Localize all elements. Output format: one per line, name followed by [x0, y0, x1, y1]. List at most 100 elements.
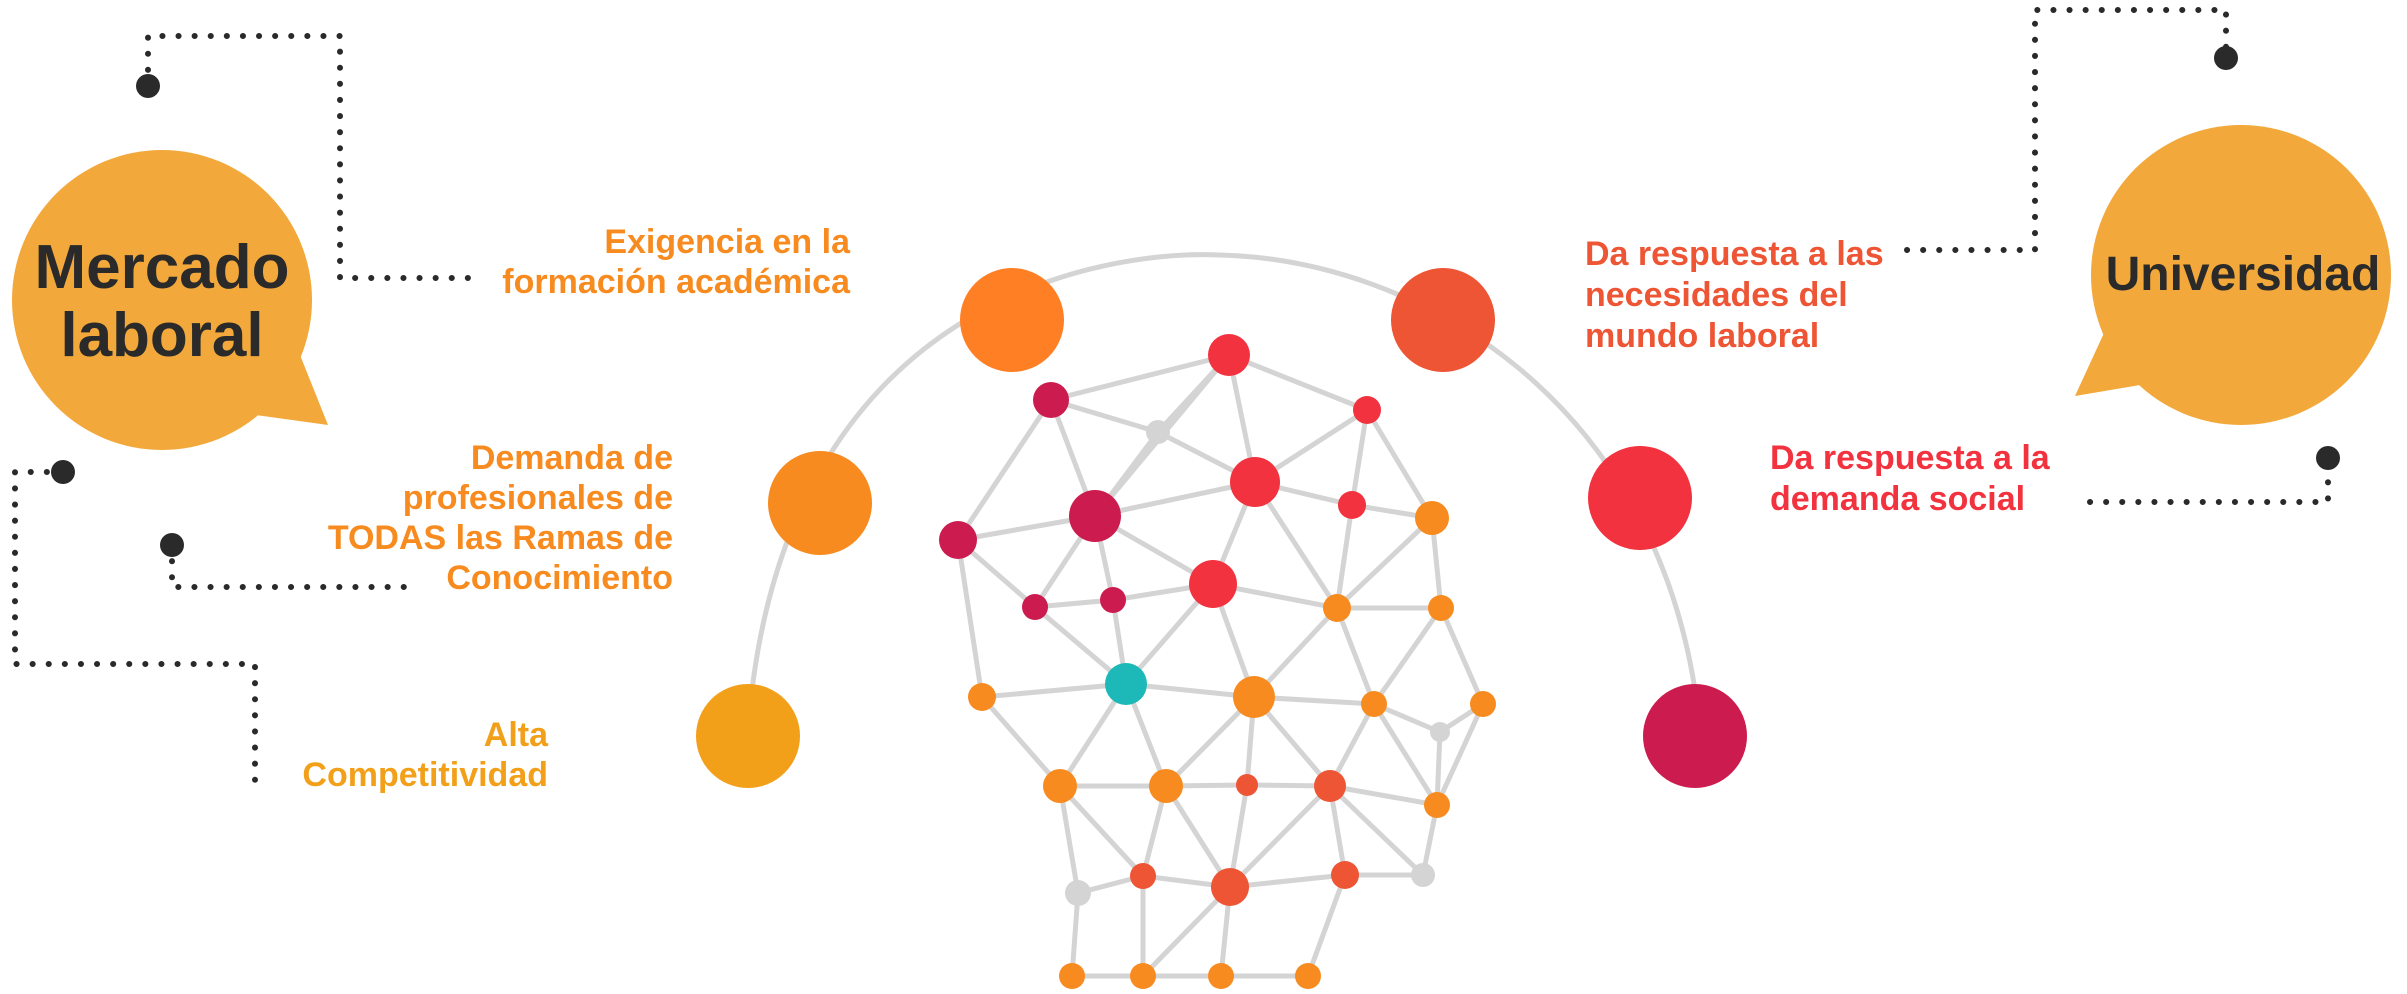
connector-end-dot [2214, 46, 2238, 70]
mercado-title-line2: laboral [60, 301, 263, 370]
network-node [1323, 594, 1351, 622]
network-edge [1227, 872, 1348, 890]
connector-end-dot [160, 533, 184, 557]
arc-node [1643, 684, 1747, 788]
network-edge [1371, 701, 1440, 808]
network-node [1233, 676, 1275, 718]
label-respuesta-social: Da respuesta a la demanda social [1770, 439, 2051, 518]
label-demanda: Demanda de profesionales de TODAS las Ra… [328, 439, 673, 597]
label-respuesta-laboral-line1: Da respuesta a las [1585, 235, 1884, 273]
network-node [1236, 774, 1258, 796]
network-node [1033, 382, 1069, 418]
network-node [1428, 595, 1454, 621]
connector-end-dot [2316, 446, 2340, 470]
universidad-bubble: Universidad [2075, 125, 2391, 425]
label-exigencia: Exigencia en la formación académica [502, 223, 851, 301]
head-network [696, 252, 1747, 989]
universidad-title: Universidad [2106, 248, 2381, 301]
dotted-connectors [12, 7, 2331, 793]
network-edge [1334, 502, 1355, 611]
network-node [1100, 587, 1126, 613]
arc-node [1588, 446, 1692, 550]
network-node [1415, 501, 1449, 535]
network-edge [1048, 352, 1232, 403]
connector-universidad-laboral [1904, 7, 2229, 253]
network-node [1043, 769, 1077, 803]
network-edge [1163, 783, 1233, 890]
arc-node [960, 268, 1064, 372]
label-respuesta-social-line1: Da respuesta a la [1770, 439, 2051, 477]
network-node [1338, 491, 1366, 519]
network-node [1361, 691, 1387, 717]
network-node [1022, 594, 1048, 620]
label-alta-line2: Competitividad [302, 756, 548, 794]
label-respuesta-laboral-line2: necesidades del [1585, 276, 1848, 314]
network-edge [955, 397, 1054, 543]
network-node [1411, 863, 1435, 887]
network-node [939, 521, 977, 559]
connector-end-dot [136, 74, 160, 98]
network-edge [1371, 605, 1444, 707]
network-node [1430, 722, 1450, 742]
network-edge [1057, 783, 1081, 896]
network-edge [1092, 479, 1258, 519]
network-node [1208, 963, 1234, 989]
network-edge [979, 681, 1129, 700]
connector-end-dots [51, 46, 2340, 557]
network-node [1065, 880, 1091, 906]
label-demanda-line4: Conocimiento [446, 559, 673, 597]
network-edge [1227, 783, 1333, 890]
network-edge [1032, 597, 1116, 610]
network-edge [1364, 407, 1435, 521]
network-edge [1334, 515, 1435, 611]
network-node [1146, 420, 1170, 444]
network-node [1149, 769, 1183, 803]
network-edge [1057, 783, 1146, 879]
mercado-title-line1: Mercado [35, 233, 290, 302]
network-edge [979, 694, 1063, 789]
network-edge [1226, 352, 1370, 413]
network-edge [1438, 605, 1486, 707]
mercado-laboral-bubble: Mercado laboral [12, 150, 328, 450]
label-alta: Alta Competitividad [302, 716, 549, 794]
network-edge [1069, 890, 1081, 979]
network-node [1314, 770, 1346, 802]
bubble-body [12, 150, 312, 450]
connector-mercado-alta [12, 469, 258, 793]
network-node [968, 683, 996, 711]
arc-node [1391, 268, 1495, 372]
label-exigencia-line1: Exigencia en la [604, 223, 851, 261]
network-edge [1434, 701, 1486, 808]
network-edge [1305, 872, 1348, 979]
arc-node [696, 684, 800, 788]
network-edge [1327, 783, 1426, 878]
network-edge [1349, 407, 1370, 508]
network-node [1230, 457, 1280, 507]
network-nodes [696, 268, 1747, 989]
label-alta-line1: Alta [484, 716, 549, 754]
network-node [1189, 560, 1237, 608]
network-node [1295, 963, 1321, 989]
connector-demanda [169, 542, 415, 590]
network-node [1130, 963, 1156, 989]
network-edge [1140, 884, 1233, 979]
network-node [1208, 334, 1250, 376]
label-respuesta-laboral: Da respuesta a las necesidades del mundo… [1585, 235, 1884, 355]
network-node [1353, 396, 1381, 424]
network-node [1211, 868, 1249, 906]
network-node [1470, 691, 1496, 717]
label-respuesta-social-line2: demanda social [1770, 480, 2025, 518]
network-edge [1334, 605, 1377, 707]
label-exigencia-line2: formación académica [502, 263, 851, 301]
connector-universidad-social [2087, 455, 2331, 505]
network-edge [1252, 479, 1340, 611]
arc-node [768, 451, 872, 555]
network-node [1424, 792, 1450, 818]
network-node [1059, 963, 1085, 989]
label-demanda-line1: Demanda de [471, 439, 673, 477]
network-edge [1123, 681, 1257, 700]
network-node [1331, 861, 1359, 889]
network-edge [955, 537, 985, 700]
bubble-body [2091, 125, 2391, 425]
label-demanda-line2: profesionales de [403, 479, 673, 517]
